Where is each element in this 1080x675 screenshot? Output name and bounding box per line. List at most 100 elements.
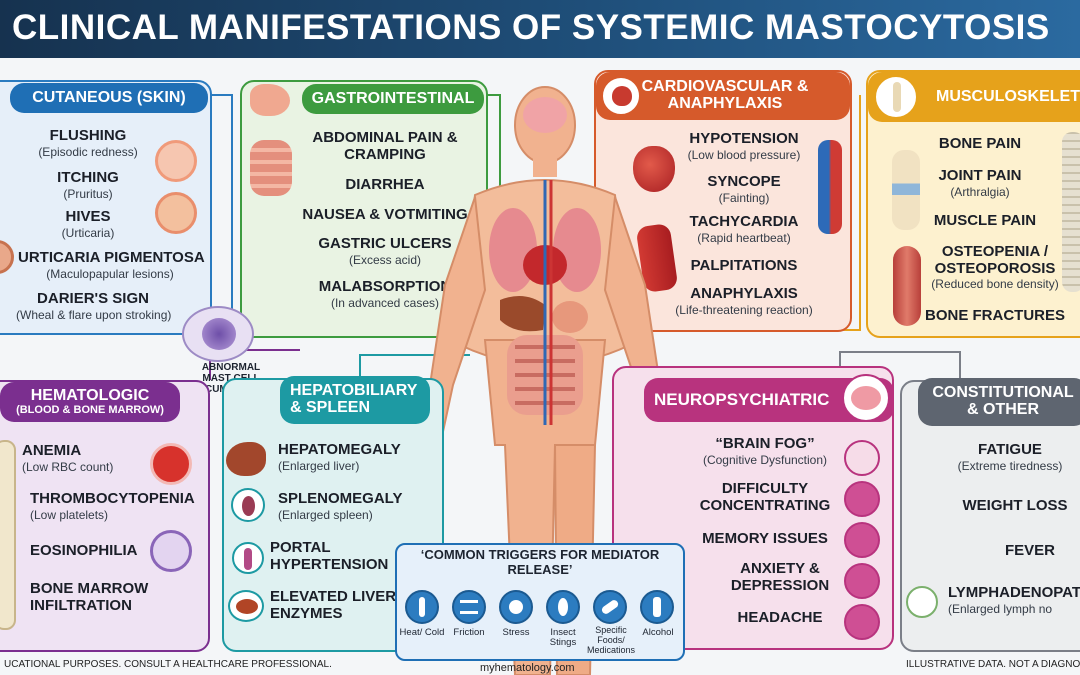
item-sub: (In advanced cases) <box>330 295 440 310</box>
insect-icon <box>546 590 580 624</box>
item-label: FLUSHING <box>49 127 127 144</box>
head-anxiety-icon <box>844 563 880 599</box>
hema-panel <box>0 380 210 652</box>
heart-badge-icon <box>601 76 641 116</box>
item-sub: (Urticaria) <box>61 225 115 240</box>
cardio-item-palpitations: PALPITATIONS <box>674 257 814 275</box>
musculo-title-text: MUSCULOSKELET <box>936 87 1080 105</box>
hema-title: HEMATOLOGIC (BLOOD & BONE MARROW) <box>0 382 180 422</box>
head-memory-icon <box>844 522 880 558</box>
musculo-item-osteopenia: OSTEOPENIA / OSTEOPOROSIS (Reduced bone … <box>925 243 1065 291</box>
item-label: MALABSORPTION <box>318 278 452 295</box>
triggers-title-text: ‘COMMON TRIGGERS FOR MEDIATOR RELEASE’ <box>420 547 660 577</box>
hepato-item-portal: PORTAL HYPERTENSION <box>270 539 390 573</box>
item-sub: (Maculopapular lesions) <box>46 266 174 281</box>
constitutional-item-weight: WEIGHT LOSS <box>950 497 1080 515</box>
item-label: DARIER'S SIGN <box>37 290 149 307</box>
item-sub: (Wheal & flare upon stroking) <box>16 307 172 322</box>
musculo-item-fractures: BONE FRACTURES <box>925 307 1065 325</box>
item-sub: (Excess acid) <box>348 252 422 267</box>
neuro-item-concentrating: DIFFICULTY CONCENTRATING <box>690 480 840 514</box>
triggers-panel <box>395 543 685 661</box>
item-sub: (Low RBC count) <box>22 459 114 474</box>
item-sub: (Arthralgia) <box>950 184 1010 199</box>
item-label: BONE PAIN <box>938 135 1022 152</box>
item-label: BONE MARROW INFILTRATION <box>30 580 149 614</box>
constitutional-item-lymph: LYMPHADENOPAT (Enlarged lymph no <box>948 585 1080 616</box>
bone-icon <box>0 440 16 630</box>
item-sub: (Extreme tiredness) <box>957 458 1063 473</box>
eosinophil-icon <box>150 530 192 572</box>
item-label: ANXIETY & DEPRESSION <box>730 560 830 594</box>
item-label: LYMPHADENOPAT <box>948 585 1080 601</box>
item-sub: (Life-threatening reaction) <box>675 302 813 317</box>
cutaneous-title-text: CUTANEOUS (SKIN) <box>32 88 186 106</box>
item-label: GASTRIC ULCERS <box>318 235 452 252</box>
brain-badge-icon <box>842 374 890 422</box>
neuro-item-headache: HEADACHE <box>720 609 840 627</box>
neuro-title-text: NEUROPSYCHIATRIC <box>654 390 830 410</box>
item-sub: (Reduced bone density) <box>931 277 1059 291</box>
head-headache-icon <box>844 604 880 640</box>
trigger-label-heat: Heat/ Cold <box>399 627 445 638</box>
cardio-title-text: CARDIOVASCULAR & ANAPHYLAXIS <box>641 78 809 112</box>
red-blood-cell-icon <box>150 443 192 485</box>
lymph-node-icon <box>906 586 938 618</box>
hema-title-text: HEMATOLOGIC <box>30 386 150 404</box>
hema-item-marrow: BONE MARROW INFILTRATION <box>30 580 160 614</box>
item-label: URTICARIA PIGMENTOSA <box>18 249 205 266</box>
hepato-item-enzymes: ELEVATED LIVER ENZYMES <box>270 588 400 622</box>
thermometer-icon <box>405 590 439 624</box>
heart-icon <box>633 146 675 192</box>
item-label: ELEVATED LIVER ENZYMES <box>270 588 397 622</box>
cardio-item-hypotension: HYPOTENSION (Low blood pressure) <box>674 130 814 161</box>
muscle-icon <box>893 246 921 326</box>
gastro-title-text: GASTROINTESTINAL <box>311 89 475 107</box>
triggers-title: ‘COMMON TRIGGERS FOR MEDIATOR RELEASE’ <box>405 547 675 578</box>
footer-site: myhematology.com <box>480 662 575 674</box>
item-sub: (Rapid heartbeat) <box>697 230 791 245</box>
item-label: JOINT PAIN <box>938 167 1022 184</box>
cardio-item-tachycardia: TACHYCARDIA (Rapid heartbeat) <box>674 213 814 245</box>
constitutional-title-text: CONSTITUTIONAL & OTHER <box>932 384 1074 418</box>
cutaneous-item-hives: HIVES (Urticaria) <box>18 208 158 240</box>
trigger-label-insect: Insect Stings <box>549 627 577 649</box>
cardio-item-anaphylaxis: ANAPHYLAXIS (Life-threatening reaction) <box>664 285 824 317</box>
item-label: TACHYCARDIA <box>689 213 799 230</box>
hema-item-eosinophilia: EOSINOPHILIA <box>30 542 150 560</box>
mast-cell-icon <box>182 306 254 362</box>
item-label: DIARRHEA <box>345 176 425 193</box>
item-sub: (Pruritus) <box>63 186 113 201</box>
cutaneous-item-darier: DARIER'S SIGN (Wheal & flare upon stroki… <box>16 290 172 322</box>
cutaneous-item-flushing: FLUSHING (Episodic redness) <box>18 127 158 159</box>
item-label: ITCHING <box>57 169 119 186</box>
joint-badge-icon <box>874 75 918 119</box>
hepato-title-text: HEPATOBILIARY & SPLEEN <box>290 382 418 416</box>
musculo-item-muscle-pain: MUSCLE PAIN <box>930 212 1040 230</box>
skeleton-icon <box>1062 132 1080 292</box>
item-label: SPLENOMEGALY <box>278 490 403 507</box>
item-sub: (Enlarged spleen) <box>278 507 373 522</box>
head-concentrate-icon <box>844 481 880 517</box>
item-sub: (Enlarged liver) <box>278 458 360 473</box>
item-sub: (Low platelets) <box>30 507 109 522</box>
bottle-icon <box>640 590 674 624</box>
item-label: HIVES <box>65 208 111 225</box>
neuro-item-memory: MEMORY ISSUES <box>690 530 840 548</box>
item-label: ANAPHYLAXIS <box>690 285 798 302</box>
item-sub: (Episodic redness) <box>38 144 138 159</box>
skin-hives-icon <box>155 192 197 234</box>
footer-disclaimer: UCATIONAL PURPOSES. CONSULT A HEALTHCARE… <box>4 659 332 670</box>
item-label: HYPOTENSION <box>689 130 799 147</box>
hepato-item-hepatomegaly: HEPATOMEGALY (Enlarged liver) <box>278 441 428 473</box>
footer-illustrative: ILLUSTRATIVE DATA. NOT A DIAGNOST <box>906 659 1080 670</box>
hepato-item-splenomegaly: SPLENOMEGALY (Enlarged spleen) <box>278 490 428 522</box>
friction-icon <box>452 590 486 624</box>
item-label: NAUSEA & VOTMITING <box>302 206 468 223</box>
neuro-item-anxiety: ANXIETY & DEPRESSION <box>720 560 840 594</box>
item-label: HEPATOMEGALY <box>278 441 401 458</box>
item-label: FEVER <box>1004 542 1055 559</box>
gastro-title: GASTROINTESTINAL <box>302 84 484 114</box>
liver-enzyme-icon <box>228 590 264 622</box>
vessels-icon <box>818 140 842 234</box>
